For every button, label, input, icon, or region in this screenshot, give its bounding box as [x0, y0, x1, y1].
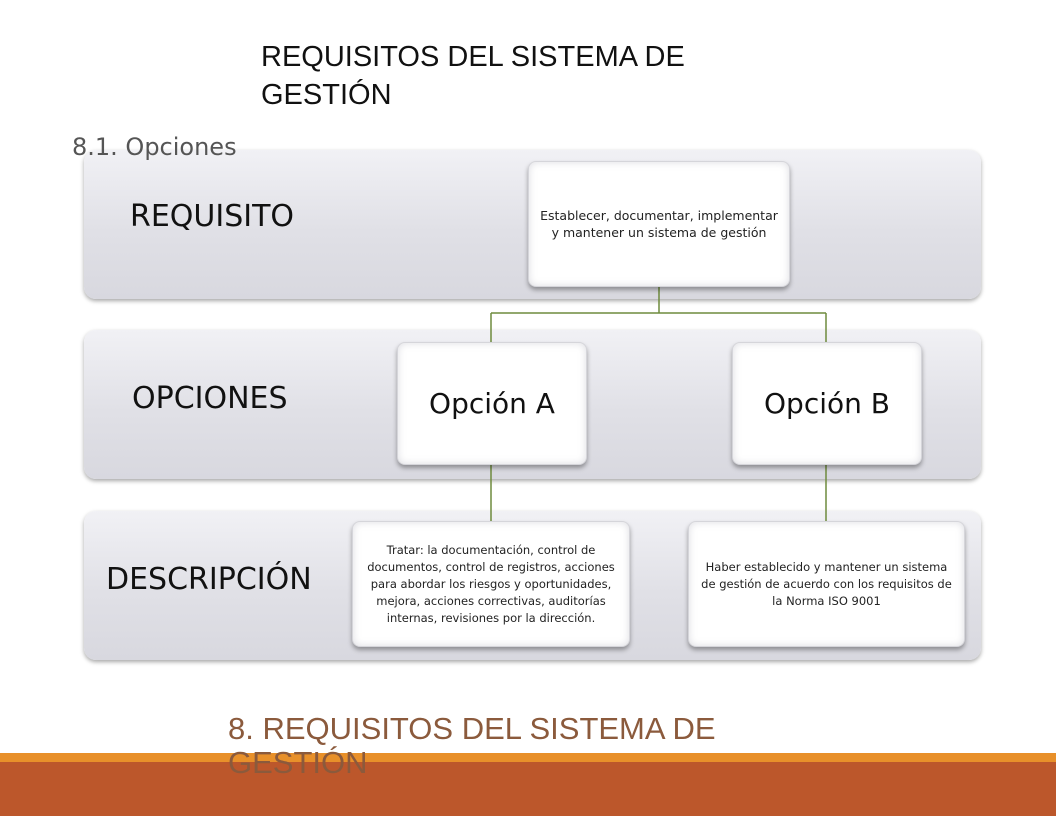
band-label-opciones: OPCIONES	[132, 381, 288, 416]
option-a-node: Opción A	[397, 342, 587, 465]
option-b-description-node: Haber establecido y mantener un sistema …	[688, 521, 965, 647]
footer-title: 8. REQUISITOS DEL SISTEMA DE GESTIÓN	[228, 711, 716, 780]
footer-accent-line	[0, 753, 1056, 762]
section-subtitle: 8.1. Opciones	[72, 133, 237, 161]
band-label-requisito: REQUISITO	[130, 199, 295, 234]
option-b-node: Opción B	[732, 342, 922, 465]
root-requirement-node: Establecer, documentar, implementar y ma…	[528, 161, 790, 287]
slide-title: REQUISITOS DEL SISTEMA DE GESTIÓN	[261, 41, 685, 111]
band-label-descripcion: DESCRIPCIÓN	[106, 562, 312, 597]
footer-bar	[0, 762, 1056, 816]
option-a-description-node: Tratar: la documentación, control de doc…	[352, 521, 630, 647]
